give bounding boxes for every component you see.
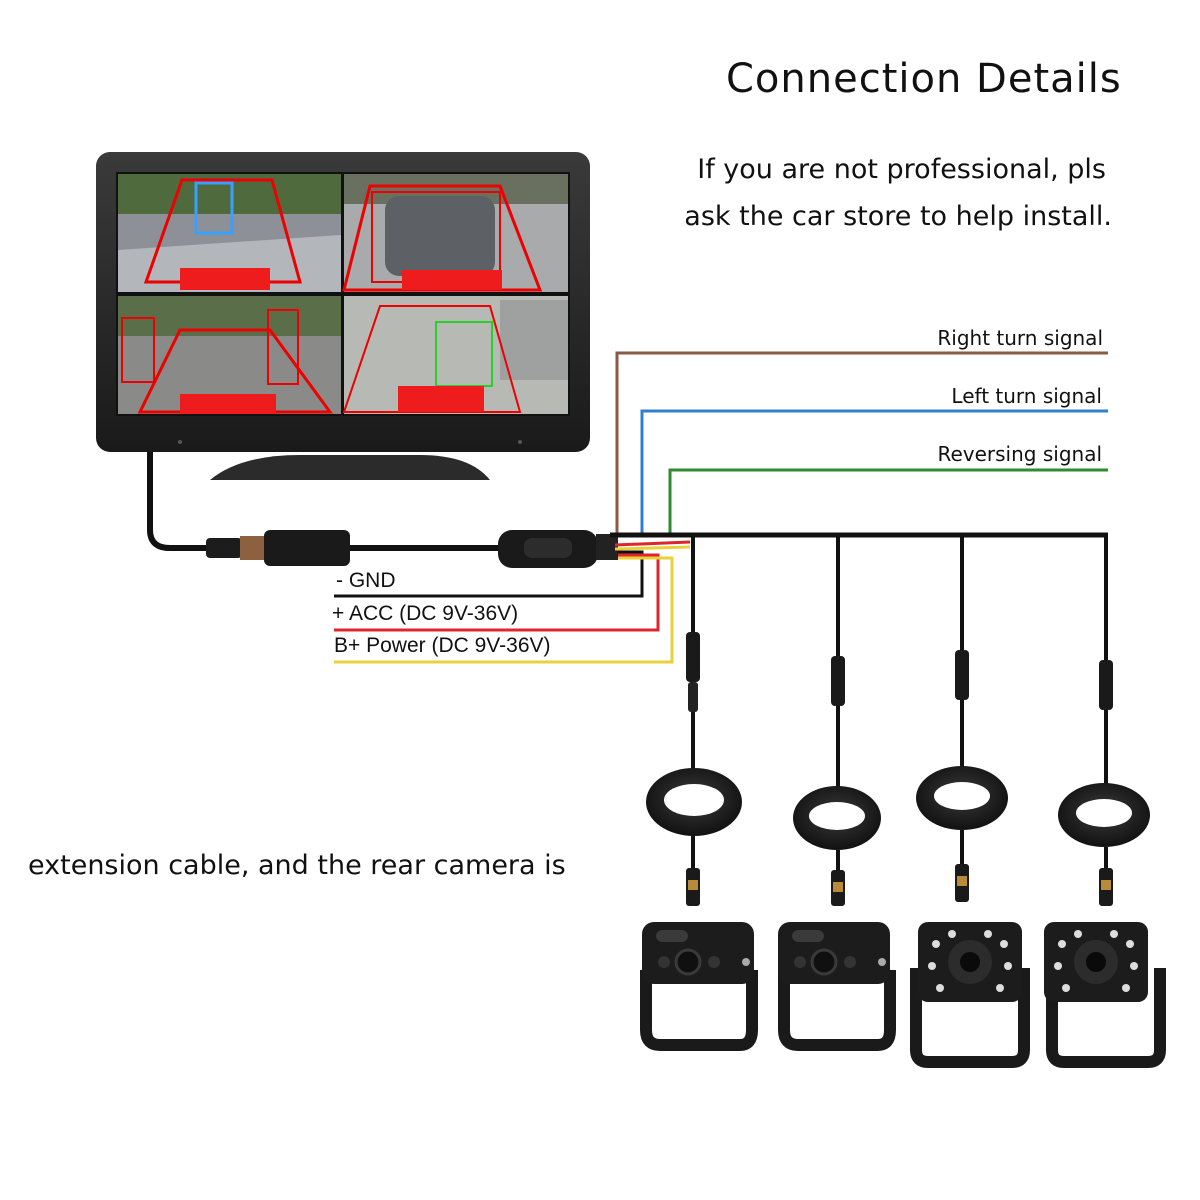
caption-text: extension cable, and the rear camera is <box>28 850 566 881</box>
notice-line-2: ask the car store to help install. <box>684 201 1112 232</box>
page-title: Connection Details <box>726 56 1122 102</box>
power-wires <box>334 550 674 664</box>
reversing-wire <box>668 468 1108 535</box>
camera-branch-2 <box>793 535 881 906</box>
reversing-signal-label: Reversing signal <box>937 442 1102 466</box>
left-turn-wire <box>640 409 1108 535</box>
left-turn-signal-label: Left turn signal <box>951 384 1102 408</box>
camera-branch-3 <box>916 535 1008 902</box>
acc-label: + ACC (DC 9V-36V) <box>332 602 519 625</box>
right-turn-signal-label: Right turn signal <box>937 326 1103 350</box>
camera-view-left <box>118 296 341 414</box>
camera-view-right <box>342 296 568 414</box>
camera-branch-1 <box>646 535 742 906</box>
monitor <box>96 152 590 480</box>
gnd-label: - GND <box>336 569 396 592</box>
camera-branch-4 <box>1058 535 1150 906</box>
bplus-power-label: B+ Power (DC 9V-36V) <box>334 634 551 657</box>
bplus-wire <box>334 556 674 664</box>
camera-view-front <box>118 174 341 292</box>
acc-wire <box>334 553 660 632</box>
gnd-wire <box>334 550 644 598</box>
rear-camera-2 <box>778 922 896 1051</box>
rear-camera-4 <box>1044 922 1166 1068</box>
camera-view-rear <box>342 174 568 292</box>
rear-camera-3 <box>910 922 1030 1068</box>
monitor-cable <box>147 452 618 568</box>
rear-camera-1 <box>640 922 758 1051</box>
right-turn-wire <box>615 351 1108 535</box>
notice-line-1: If you are not professional, pls <box>697 154 1106 185</box>
